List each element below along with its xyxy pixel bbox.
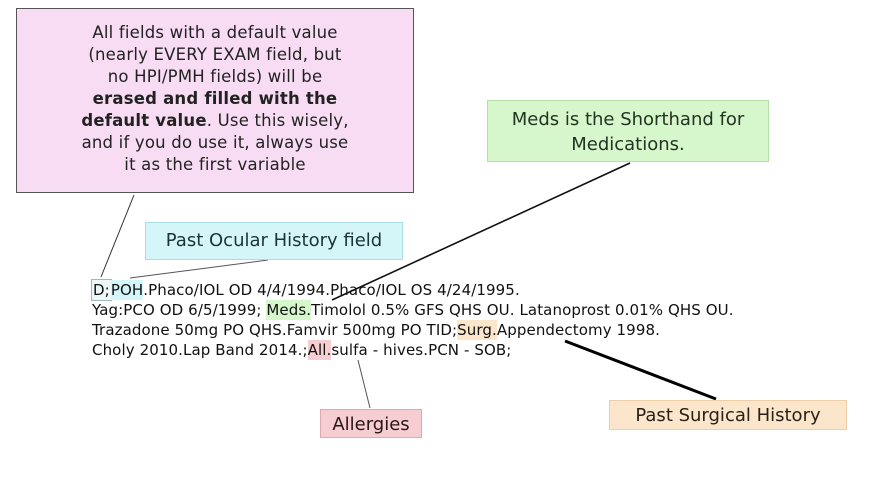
default-callout-line: and if you do use it, always use [81,133,349,152]
example-line-3: Trazadone 50mg PO QHS.Famvir 500mg PO TI… [92,320,734,340]
default-callout-line: (nearly EVERY EXAM field, but [88,45,342,64]
meds-callout-line: Meds is the Shorthand for [511,109,745,130]
example-line-1: D;POH.Phaco/IOL OD 4/4/1994.Phaco/IOL OS… [91,279,734,301]
default-callout-bold-text: default value [81,111,207,130]
poh-callout: Past Ocular History field [145,222,403,260]
default-value-callout: All fields with a default value (nearly … [16,8,414,193]
surgical-history-callout: Past Surgical History [609,400,847,430]
default-token: D; [91,279,112,301]
default-callout-line: no HPI/PMH fields) will be [107,67,323,86]
example-text: Yag:PCO OD 6/5/1999; [92,301,267,319]
connector-allergies-label-to-all [357,359,371,409]
default-callout-line: it as the first variable [124,155,306,174]
example-line-2: Yag:PCO OD 6/5/1999; Meds.Timolol 0.5% G… [92,300,734,320]
example-line-4: Choly 2010.Lap Band 2014.;All.sulfa - hi… [92,340,734,360]
allergies-token: All. [307,340,332,360]
allergies-callout: Allergies [320,409,422,438]
example-text: sulfa - hives.PCN - SOB; [331,341,512,359]
shorthand-example-text: D;POH.Phaco/IOL OD 4/4/1994.Phaco/IOL OS… [91,279,734,360]
meds-token: Meds. [266,300,312,320]
example-text: Trazadone 50mg PO QHS.Famvir 500mg PO TI… [92,321,458,339]
example-text: Choly 2010.Lap Band 2014.; [92,341,308,359]
default-callout-line-mixed: default value. Use this wisely, [23,110,407,132]
example-text: .Phaco/IOL OD 4/4/1994.Phaco/IOL OS 4/24… [143,281,520,299]
default-callout-bold-text: erased and filled with the [92,89,338,108]
meds-callout-line: Medications. [571,134,685,155]
poh-token: POH [110,280,144,300]
example-text: Timolol 0.5% GFS QHS OU. Latanoprost 0.0… [311,301,734,319]
default-callout-text: . Use this wisely, [206,111,349,130]
connector-poh-label-to-poh [129,259,269,279]
default-callout-line: All fields with a default value [92,23,338,42]
example-text: Appendectomy 1998. [496,321,660,339]
connector-default-to-d [100,194,135,278]
surg-token: Surg. [457,320,497,340]
default-callout-line-bold: erased and filled with the [23,88,407,110]
meds-callout: Meds is the Shorthand for Medications. [487,100,769,162]
